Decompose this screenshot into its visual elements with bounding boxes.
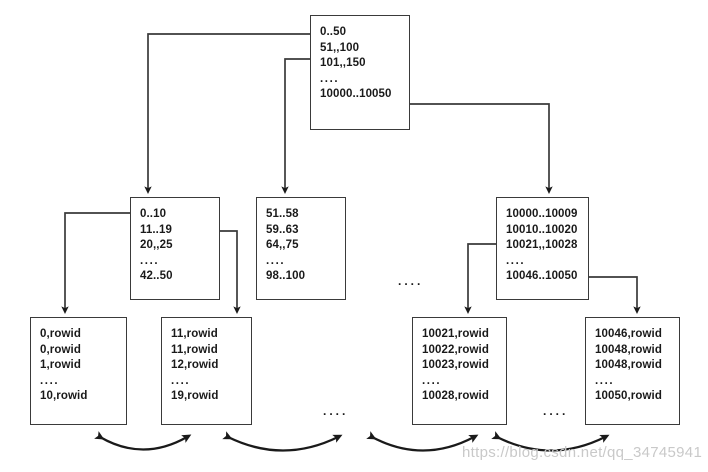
leaf-entry: 11,rowid	[171, 343, 218, 356]
leaf-entry-ellipsis: ....	[595, 374, 615, 387]
root-entry: 101,,150	[320, 57, 366, 69]
branch-entry: 10021,,10028	[506, 239, 578, 251]
leaf-entry: 10023,rowid	[422, 359, 489, 371]
branch-entry: 42..50	[140, 269, 173, 282]
branch-level-ellipsis: ....	[398, 274, 424, 288]
branch-entry-ellipsis: ....	[506, 254, 526, 267]
branch-entry: 11..19	[140, 223, 172, 236]
branch-node-high: 10000..10009 10010..10020 10021,,10028 .…	[496, 197, 589, 300]
leaf-level-ellipsis-left: ....	[323, 404, 349, 418]
branch-entry: 10010..10020	[506, 223, 578, 236]
leaf-entry: 0,rowid	[40, 328, 81, 340]
root-entry: 51,,100	[320, 41, 360, 54]
leaf-node-4: 10046,rowid 10048,rowid 10048,rowid ....…	[585, 317, 680, 425]
leaf-entry: 10028,rowid	[422, 389, 489, 402]
leaf-entry: 1,rowid	[40, 359, 81, 371]
leaf-entry: 10,rowid	[40, 389, 88, 402]
leaf-entry: 10048,rowid	[595, 359, 662, 371]
branch-entry: 64,,75	[266, 239, 299, 251]
leaf-entry: 19,rowid	[171, 389, 219, 402]
branch-node-mid: 51..58 59..63 64,,75 .... 98..100	[256, 197, 346, 300]
branch-entry: 51..58	[266, 208, 299, 220]
branch-entry-ellipsis: ....	[140, 254, 160, 267]
branch-entry: 0..10	[140, 208, 167, 220]
root-entry: 10000..10050	[320, 87, 392, 100]
root-node: 0..50 51,,100 101,,150 .... 10000..10050	[310, 15, 410, 130]
leaf-entry-ellipsis: ....	[171, 374, 191, 387]
leaf-node-1: 0,rowid 0,rowid 1,rowid .... 10,rowid	[30, 317, 127, 425]
branch-entry: 20,,25	[140, 239, 173, 251]
branch-entry-ellipsis: ....	[266, 254, 286, 267]
leaf-entry: 10048,rowid	[595, 343, 662, 356]
leaf-entry: 10022,rowid	[422, 343, 489, 356]
leaf-node-2: 11,rowid 11,rowid 12,rowid .... 19,rowid	[161, 317, 252, 425]
branch-node-low: 0..10 11..19 20,,25 .... 42..50	[130, 197, 220, 300]
watermark-text: https://blog.csdn.net/qq_34745941	[462, 444, 703, 461]
leaf-entry-ellipsis: ....	[422, 374, 442, 387]
branch-entry: 59..63	[266, 223, 299, 236]
root-entry: 0..50	[320, 26, 347, 38]
leaf-entry: 0,rowid	[40, 343, 81, 356]
root-entry-ellipsis: ....	[320, 72, 340, 85]
branch-entry: 98..100	[266, 269, 306, 282]
leaf-entry: 10021,rowid	[422, 328, 489, 340]
leaf-level-ellipsis-right: ....	[543, 404, 569, 418]
leaf-node-3: 10021,rowid 10022,rowid 10023,rowid ....…	[412, 317, 507, 425]
leaf-entry-ellipsis: ....	[40, 374, 60, 387]
leaf-entry: 10046,rowid	[595, 328, 662, 340]
leaf-entry: 11,rowid	[171, 328, 218, 340]
branch-entry: 10000..10009	[506, 208, 578, 220]
leaf-entry: 10050,rowid	[595, 389, 662, 402]
branch-entry: 10046..10050	[506, 269, 578, 282]
leaf-entry: 12,rowid	[171, 359, 219, 371]
